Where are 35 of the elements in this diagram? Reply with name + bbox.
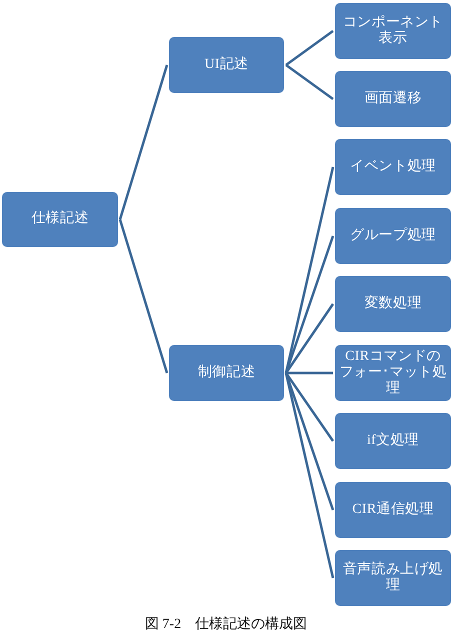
box-label: コンポーネント表示 [342,14,444,48]
connector-line [284,236,334,374]
figure-caption: 図 7-2 仕様記述の構成図 [144,616,308,633]
connector-line [284,372,334,510]
connector-line [285,30,334,66]
box-label: 音声読み上げ処理 [342,562,444,594]
box-label: CIR通信処理 [352,502,434,518]
connector-line [284,166,334,374]
process-box [335,3,451,59]
connector-line [284,303,334,374]
process-box [335,550,451,606]
box-label: UI記述 [204,56,248,74]
box-label: 画面遷移 [364,90,422,108]
box-label: CIRコマンドのフォー･マット処理 [338,348,448,398]
process-box [169,37,284,93]
box-label: イベント処理 [350,158,436,176]
process-box [169,345,284,401]
process-box [335,139,451,195]
process-box [335,276,451,332]
process-box [335,413,451,469]
connector-line [285,64,334,100]
process-box [335,71,451,127]
box-label: 仕様記述 [31,211,89,228]
box-label: 制御記述 [198,364,256,382]
process-box [2,192,118,247]
connector-line [118,64,168,220]
box-label: if文処理 [366,432,420,450]
box-label: グループ処理 [350,228,436,244]
connector-line [118,219,168,374]
process-box [335,208,451,264]
process-box [335,482,451,538]
connector-line [284,372,334,442]
connector-line [286,372,333,374]
connector-line [284,372,334,578]
box-label: 変数処理 [364,296,422,312]
